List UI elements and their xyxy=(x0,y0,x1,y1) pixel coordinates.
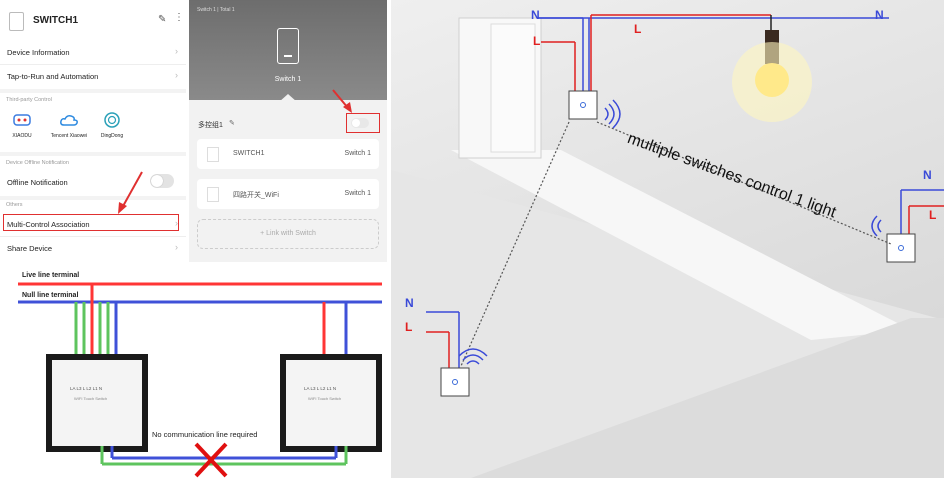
menu-share-device[interactable]: Share Device › xyxy=(0,236,186,260)
cloud-icon xyxy=(59,111,79,129)
menu-label: Share Device xyxy=(7,244,53,253)
section-third-party: Third-party Control xyxy=(6,97,52,103)
menu-label: Multi-Control Association xyxy=(7,220,90,229)
model-label: WIFI Touch Switch xyxy=(308,396,342,401)
highlight-box xyxy=(346,113,380,133)
chevron-right-icon: › xyxy=(175,218,178,228)
null-line-label: Null line terminal xyxy=(22,292,79,299)
neutral-label: N xyxy=(531,8,540,22)
device-card[interactable]: 四路开关_WiFi Switch 1 xyxy=(197,179,379,209)
device-card-channel: Switch 1 xyxy=(344,150,371,157)
red-arrow-icon xyxy=(332,89,352,113)
live-label: L xyxy=(405,320,413,334)
more-icon[interactable]: ⋮ xyxy=(174,12,184,23)
pointer-icon xyxy=(279,94,297,102)
chevron-right-icon: › xyxy=(175,46,178,56)
live-label: L xyxy=(929,208,937,222)
offline-label: Offline Notification xyxy=(7,178,68,187)
third-party-xiaodu[interactable]: XIAODU xyxy=(2,111,42,139)
edit-icon[interactable]: ✎ xyxy=(229,120,235,127)
device-card-name: SWITCH1 xyxy=(233,150,265,157)
group-toggle[interactable] xyxy=(351,118,369,128)
model-label: WIFI Touch Switch xyxy=(74,396,108,401)
third-party-label: DingDong xyxy=(100,133,124,139)
link-label: Link with Switch xyxy=(266,230,316,237)
offline-notification-toggle[interactable] xyxy=(150,174,174,188)
device-card[interactable]: SWITCH1 Switch 1 xyxy=(197,139,379,169)
menu-label: Tap-to-Run and Automation xyxy=(7,72,99,81)
terminal-labels: LA L3 L L2 L1 N xyxy=(304,386,337,391)
third-party-label: XIAODU xyxy=(12,133,32,139)
menu-tap-to-run[interactable]: Tap-to-Run and Automation › xyxy=(0,64,186,88)
plus-icon: + xyxy=(260,230,267,237)
neutral-label: N xyxy=(923,168,932,182)
device-header xyxy=(189,0,387,100)
neutral-label: N xyxy=(405,296,414,310)
chevron-right-icon: › xyxy=(175,242,178,252)
page-title: SWITCH1 xyxy=(33,15,78,26)
red-arrow-icon xyxy=(118,171,143,214)
device-name: Switch 1 xyxy=(274,76,302,83)
device-card-name: 四路开关_WiFi xyxy=(233,192,279,199)
multi-control-panel: Switch 1 | Total 1 Switch 1 多控组1 ✎ SWITC… xyxy=(189,0,387,262)
xiaodu-icon xyxy=(12,111,32,129)
highlight-box xyxy=(3,214,179,231)
edit-icon[interactable]: ✎ xyxy=(158,14,167,25)
offline-notification-row: Offline Notification xyxy=(0,170,186,194)
wiring-diagram: Live line terminal Null line terminal LA… xyxy=(0,266,390,478)
neutral-label: N xyxy=(875,8,884,22)
live-label: L xyxy=(533,34,541,48)
menu-device-information[interactable]: Device Information › xyxy=(0,40,186,64)
live-label: L xyxy=(634,22,642,36)
terminal-labels: LA L3 L L2 L1 N xyxy=(70,386,103,391)
no-communication-label: No communication line required xyxy=(152,430,258,439)
device-card-channel: Switch 1 xyxy=(344,190,371,197)
third-party-tencent[interactable]: Tencent Xiaowei xyxy=(48,111,90,139)
third-party-dingdong[interactable]: DingDong xyxy=(92,111,132,139)
chevron-right-icon: › xyxy=(175,70,178,80)
third-party-label: Tencent Xiaowei xyxy=(50,133,88,139)
menu-multi-control-association[interactable]: Multi-Control Association › xyxy=(0,212,186,236)
switch-icon xyxy=(277,28,299,64)
menu-label: Device Information xyxy=(7,48,70,57)
group-title: 多控组1 xyxy=(198,122,223,129)
live-line-label: Live line terminal xyxy=(22,272,80,279)
staircase-scene: multiple switches control 1 light N L L … xyxy=(391,0,944,478)
section-others: Others xyxy=(6,202,23,208)
switch-device-icon xyxy=(9,12,24,31)
app-settings-panel: SWITCH1 ✎ ⋮ Device Information › Tap-to-… xyxy=(0,0,186,262)
breadcrumb: Switch 1 | Total 1 xyxy=(197,7,235,13)
dingdong-icon xyxy=(102,111,122,129)
section-offline: Device Offline Notification xyxy=(6,160,69,166)
link-with-switch-button[interactable]: + Link with Switch xyxy=(197,219,379,249)
